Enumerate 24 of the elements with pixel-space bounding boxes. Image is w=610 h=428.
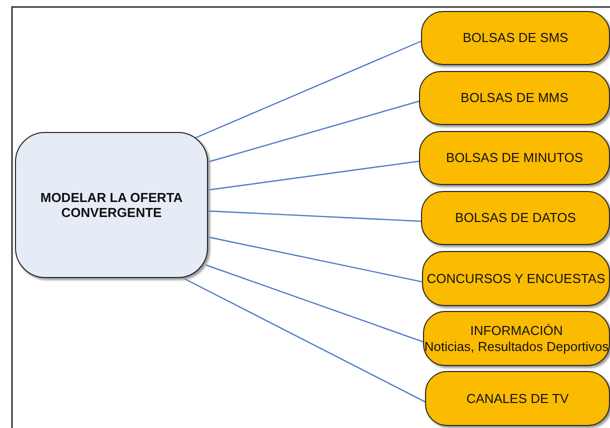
- box-text: INFORMACIÓN: [470, 322, 563, 338]
- connector-line: [208, 236, 422, 282]
- rounded-box: [419, 131, 610, 185]
- box-text: BOLSAS DE DATOS: [455, 210, 576, 226]
- rounded-box: [419, 71, 610, 125]
- connector-line: [208, 210, 422, 222]
- box-text: CONCURSOS Y ENCUESTAS: [426, 270, 606, 286]
- rounded-box: [422, 251, 610, 306]
- connector-line: [206, 264, 424, 342]
- rounded-box: [425, 371, 610, 426]
- connector-line: [208, 100, 420, 163]
- connector-line: [182, 277, 426, 402]
- box-text: Noticias, Resultados Deportivos: [424, 338, 609, 354]
- box-text: CANALES DE TV: [466, 390, 569, 406]
- connector-line: [208, 160, 420, 191]
- box-text: BOLSAS DE MMS: [460, 90, 568, 106]
- rounded-box: [421, 191, 610, 245]
- box-text: BOLSAS DE MINUTOS: [446, 150, 583, 166]
- box-text: BOLSAS DE SMS: [462, 30, 568, 46]
- connector-line: [194, 40, 422, 139]
- rounded-box: [421, 11, 610, 65]
- rounded-box: [423, 311, 610, 366]
- process-box: [15, 132, 208, 278]
- box-text: MODELAR LA OFERTA CONVERGENTE: [39, 190, 184, 220]
